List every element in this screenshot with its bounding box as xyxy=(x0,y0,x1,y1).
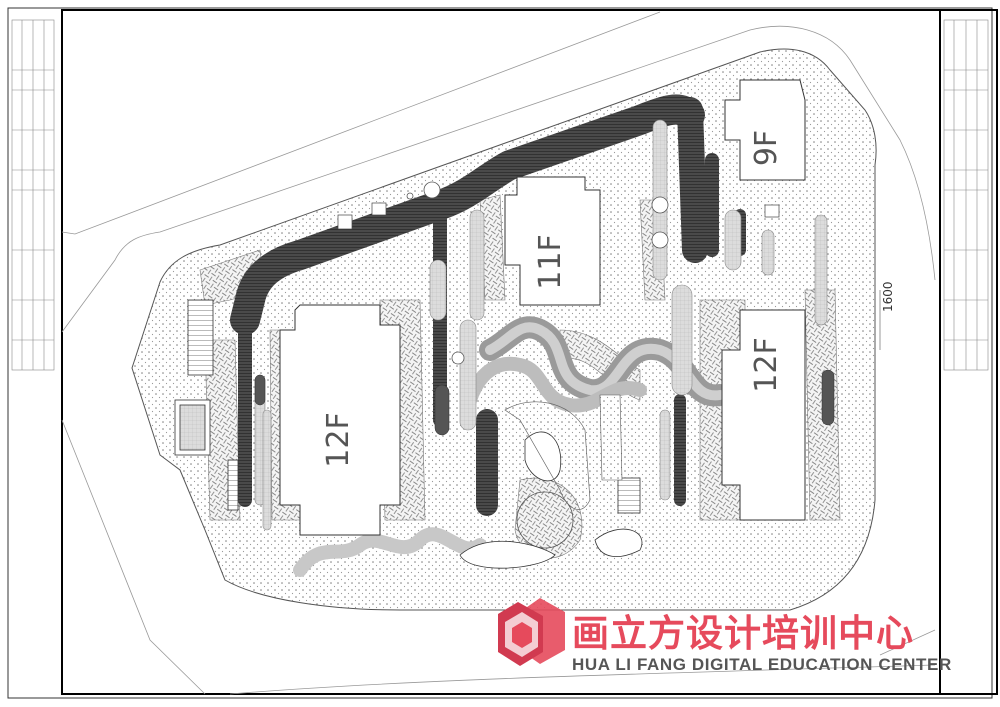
entry-icons xyxy=(337,202,780,230)
planting-strips xyxy=(254,119,828,531)
street-lines xyxy=(61,11,936,695)
building-label-11f: 11F xyxy=(533,234,568,289)
building-label-12f-west: 12F xyxy=(321,412,356,467)
watermark-chinese-text: 画立方设计培训中心 xyxy=(572,612,914,655)
building-9f: 9F xyxy=(724,79,806,181)
title-block-right xyxy=(943,19,989,371)
tree-pits xyxy=(376,181,669,365)
dark-strips xyxy=(254,369,835,436)
scale-note: 1600 xyxy=(879,281,895,350)
scale-text: 1600 xyxy=(881,281,895,312)
watermark-logo: 画立方设计培训中心 HUA LI FANG DIGITAL EDUCATION … xyxy=(498,598,952,674)
building-label-9f: 9F xyxy=(749,130,784,166)
building-12f-west: 12F xyxy=(279,304,401,536)
building-11f: 11F xyxy=(504,176,601,306)
cube-logo-icon xyxy=(498,598,565,666)
gate-structures xyxy=(174,299,641,514)
title-block-left xyxy=(11,19,55,371)
building-label-12f-east: 12F xyxy=(749,337,784,392)
drawing-frame xyxy=(7,7,998,699)
watermark-english-text: HUA LI FANG DIGITAL EDUCATION CENTER xyxy=(572,655,952,674)
building-12f-east: 12F xyxy=(721,309,806,521)
central-plaza xyxy=(459,394,643,569)
